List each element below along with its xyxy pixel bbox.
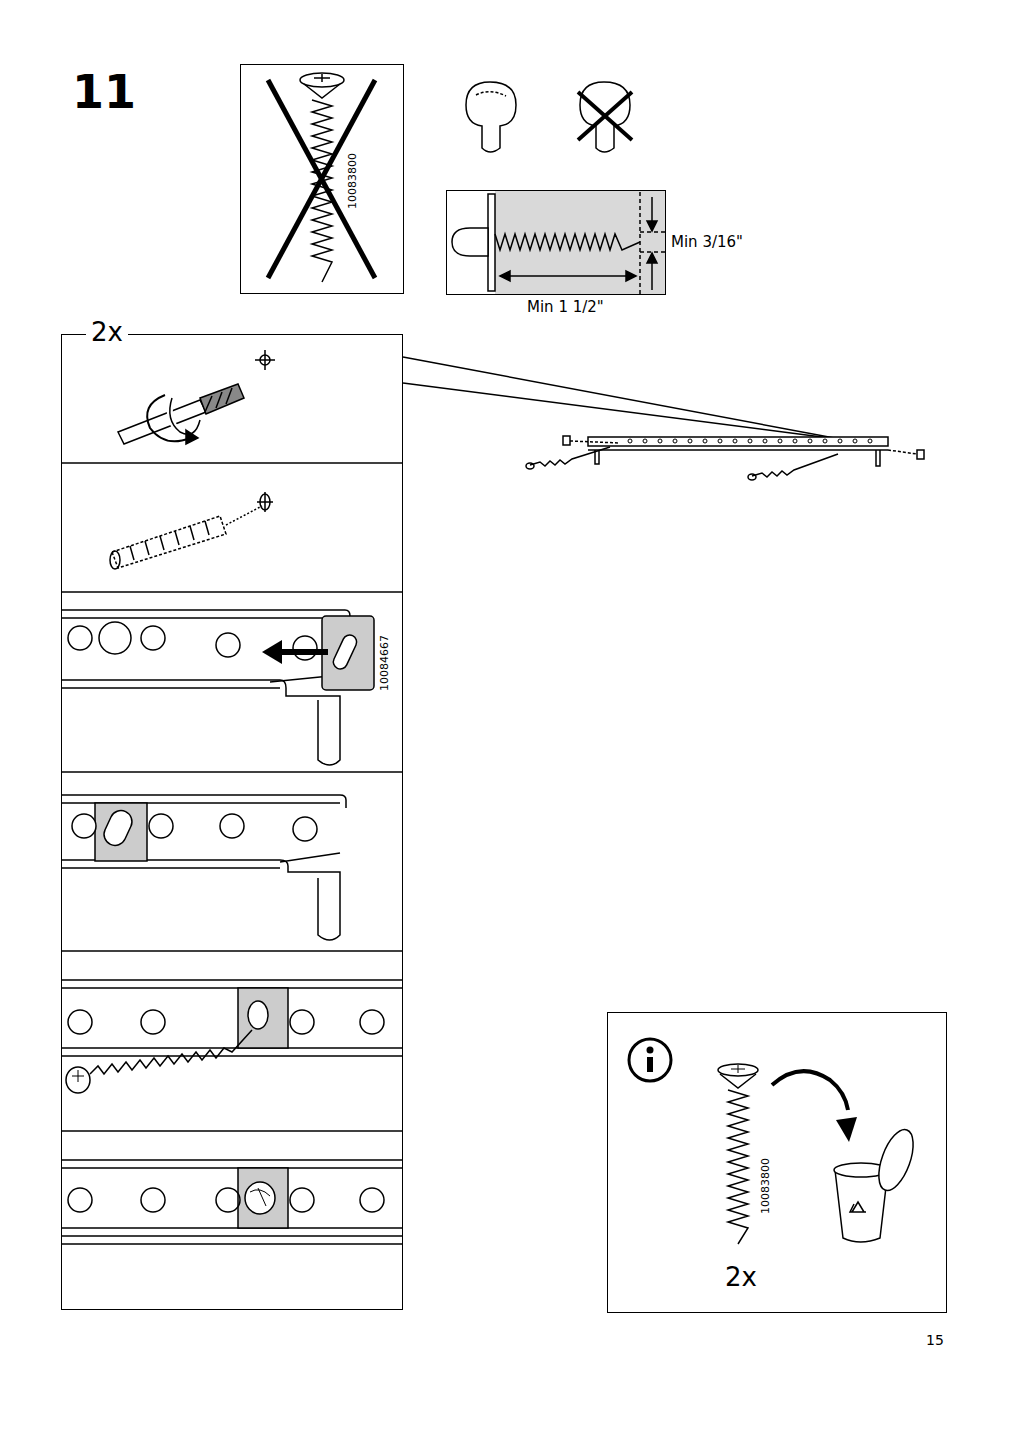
dimension: Min 1 1/2" xyxy=(527,299,604,316)
part-number: 10083800 xyxy=(347,153,360,209)
part-number: 10083800 xyxy=(760,1158,773,1214)
dimension-box: Min 3/16"Min 1 1/2" xyxy=(446,190,666,295)
quantity: 2x xyxy=(86,318,128,348)
step-number: 11 xyxy=(72,66,136,119)
step-panel: 2x xyxy=(61,334,403,1310)
quantity: 2x xyxy=(725,1263,757,1293)
warning-box: 10083800 xyxy=(240,64,404,294)
part-number: 10084667 xyxy=(379,635,392,691)
info-box: 10083800 2x xyxy=(607,1012,947,1313)
dimension: Min 3/16" xyxy=(671,234,743,251)
page-number: 15 xyxy=(926,1332,944,1348)
